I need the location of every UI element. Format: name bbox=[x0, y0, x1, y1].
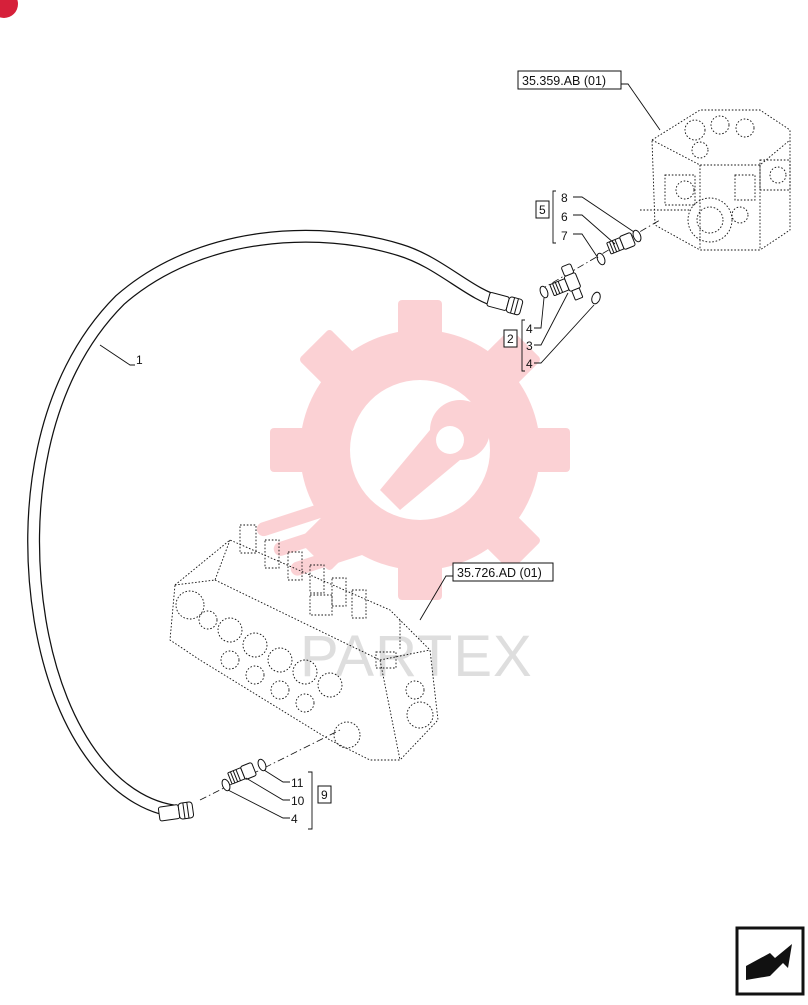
upper-valve-reference: 35.359.AB (01) bbox=[517, 70, 661, 131]
item-11-label: 11 bbox=[291, 776, 304, 790]
item-3-label: 3 bbox=[526, 339, 533, 353]
group-9-label: 9 bbox=[321, 788, 328, 802]
upper-valve bbox=[640, 109, 791, 251]
item-10-label: 10 bbox=[291, 794, 305, 808]
group-2-box bbox=[503, 329, 518, 348]
lower-fitting-group: 11 10 4 9 bbox=[199, 729, 341, 830]
item-7-label: 7 bbox=[561, 229, 568, 243]
upper-valve-reference-label: 35.359.AB (01) bbox=[522, 74, 606, 88]
group-9-box bbox=[317, 785, 332, 804]
group-5-box bbox=[535, 200, 550, 219]
item-8-label: 8 bbox=[561, 191, 568, 205]
lower-valve bbox=[169, 524, 439, 761]
item-4b-label: 4 bbox=[526, 357, 533, 371]
group-2-label: 2 bbox=[507, 332, 514, 346]
upper-fitting-group: 8 6 7 5 bbox=[535, 190, 661, 291]
item-4c-label: 4 bbox=[291, 812, 298, 826]
lower-valve-reference-label: 35.726.AD (01) bbox=[457, 566, 542, 580]
item-6-label: 6 bbox=[561, 210, 568, 224]
watermark-text: PARTEX bbox=[300, 624, 533, 689]
group-5-label: 5 bbox=[539, 203, 546, 217]
hydraulic-hose: 1 bbox=[27, 229, 524, 822]
item-4a-label: 4 bbox=[526, 322, 533, 336]
middle-fitting-group: 4 3 4 2 bbox=[503, 263, 601, 372]
next-page-arrow-icon[interactable] bbox=[735, 926, 805, 996]
watermark-logo bbox=[256, 300, 570, 600]
lower-valve-reference: 35.726.AD (01) bbox=[419, 562, 554, 621]
hose-item-label: 1 bbox=[136, 353, 143, 367]
corner-marker-icon bbox=[0, 0, 18, 18]
